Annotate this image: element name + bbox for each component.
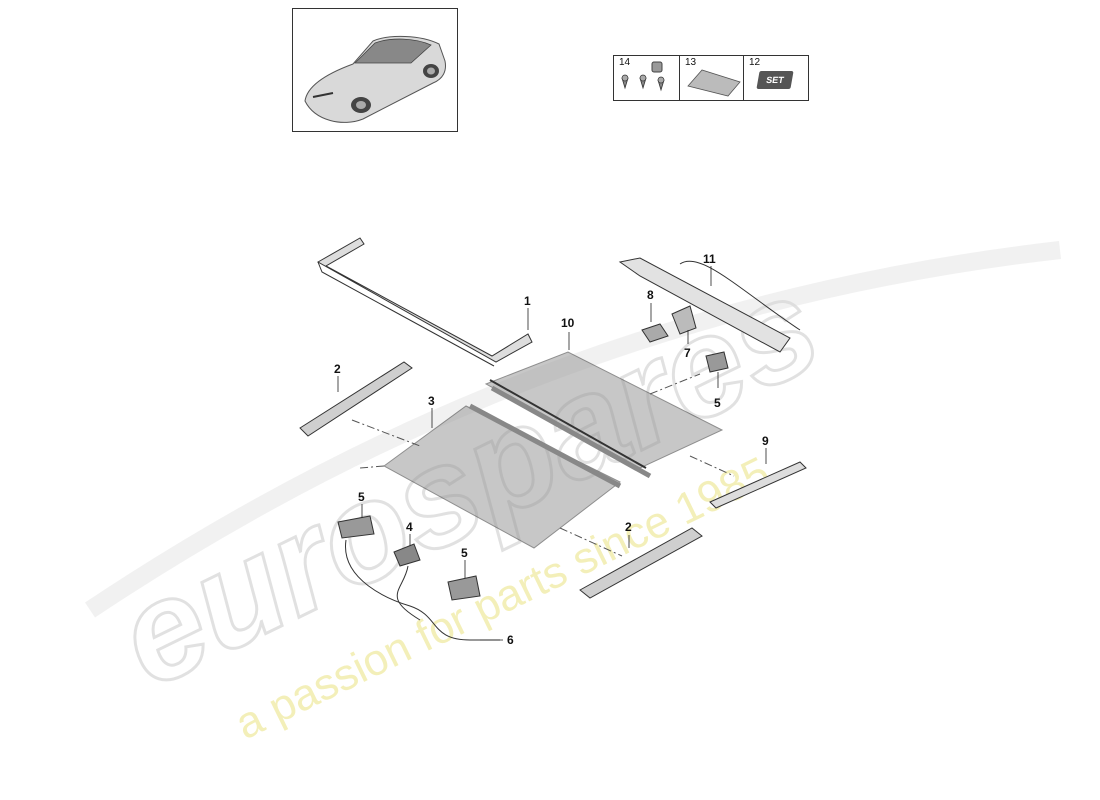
callout-label: 5: [714, 396, 721, 410]
part-9-strip: [709, 461, 807, 509]
part-4-control-unit: [393, 543, 421, 567]
trim-strip-icon: [687, 69, 741, 97]
callout-label: 3: [428, 394, 435, 408]
clip-screw-icon: [621, 61, 665, 92]
part-7-bracket: [671, 305, 697, 335]
part-5-motor-c: [447, 575, 481, 601]
watermark-brand: eurospares: [94, 245, 841, 717]
legend-number: 14: [619, 57, 631, 68]
legend-cell-trim: 13: [680, 56, 744, 100]
watermark-tagline: a passion for parts since 1985: [228, 448, 777, 749]
legend-number: 12: [749, 57, 761, 68]
callout-label: 5: [461, 546, 468, 560]
callout-label: 7: [684, 346, 691, 360]
legend-box: 14 13 12 SET: [613, 55, 809, 101]
legend-number: 13: [685, 57, 697, 68]
callout-label: 8: [647, 288, 654, 302]
part-3-shade: [383, 405, 621, 549]
part-2-rail-right: [579, 527, 703, 599]
car-icon: [304, 35, 446, 123]
callout-label: 11: [703, 252, 716, 266]
part-8-module: [641, 323, 669, 343]
part-2-rail-left: [299, 361, 413, 437]
set-tag: SET: [756, 71, 794, 89]
part-11-harness: [618, 257, 791, 353]
callout-label: 2: [625, 520, 632, 534]
part-1-frame: [316, 237, 533, 363]
part-5-motor-b: [337, 515, 375, 539]
callout-label: 4: [406, 520, 413, 534]
part-10-shade: [484, 351, 724, 469]
callout-label: 6: [507, 633, 514, 647]
callout-label: 5: [358, 490, 365, 504]
part-5-motor-a: [705, 351, 729, 373]
legend-cell-clips: 14: [614, 56, 680, 100]
callout-label: 1: [524, 294, 531, 308]
callout-label: 9: [762, 434, 769, 448]
legend-cell-set: 12 SET: [744, 56, 807, 100]
callout-label: 2: [334, 362, 341, 376]
vehicle-thumbnail: [292, 8, 458, 132]
part-6-wiring: [345, 539, 500, 641]
callout-label: 10: [561, 316, 575, 330]
